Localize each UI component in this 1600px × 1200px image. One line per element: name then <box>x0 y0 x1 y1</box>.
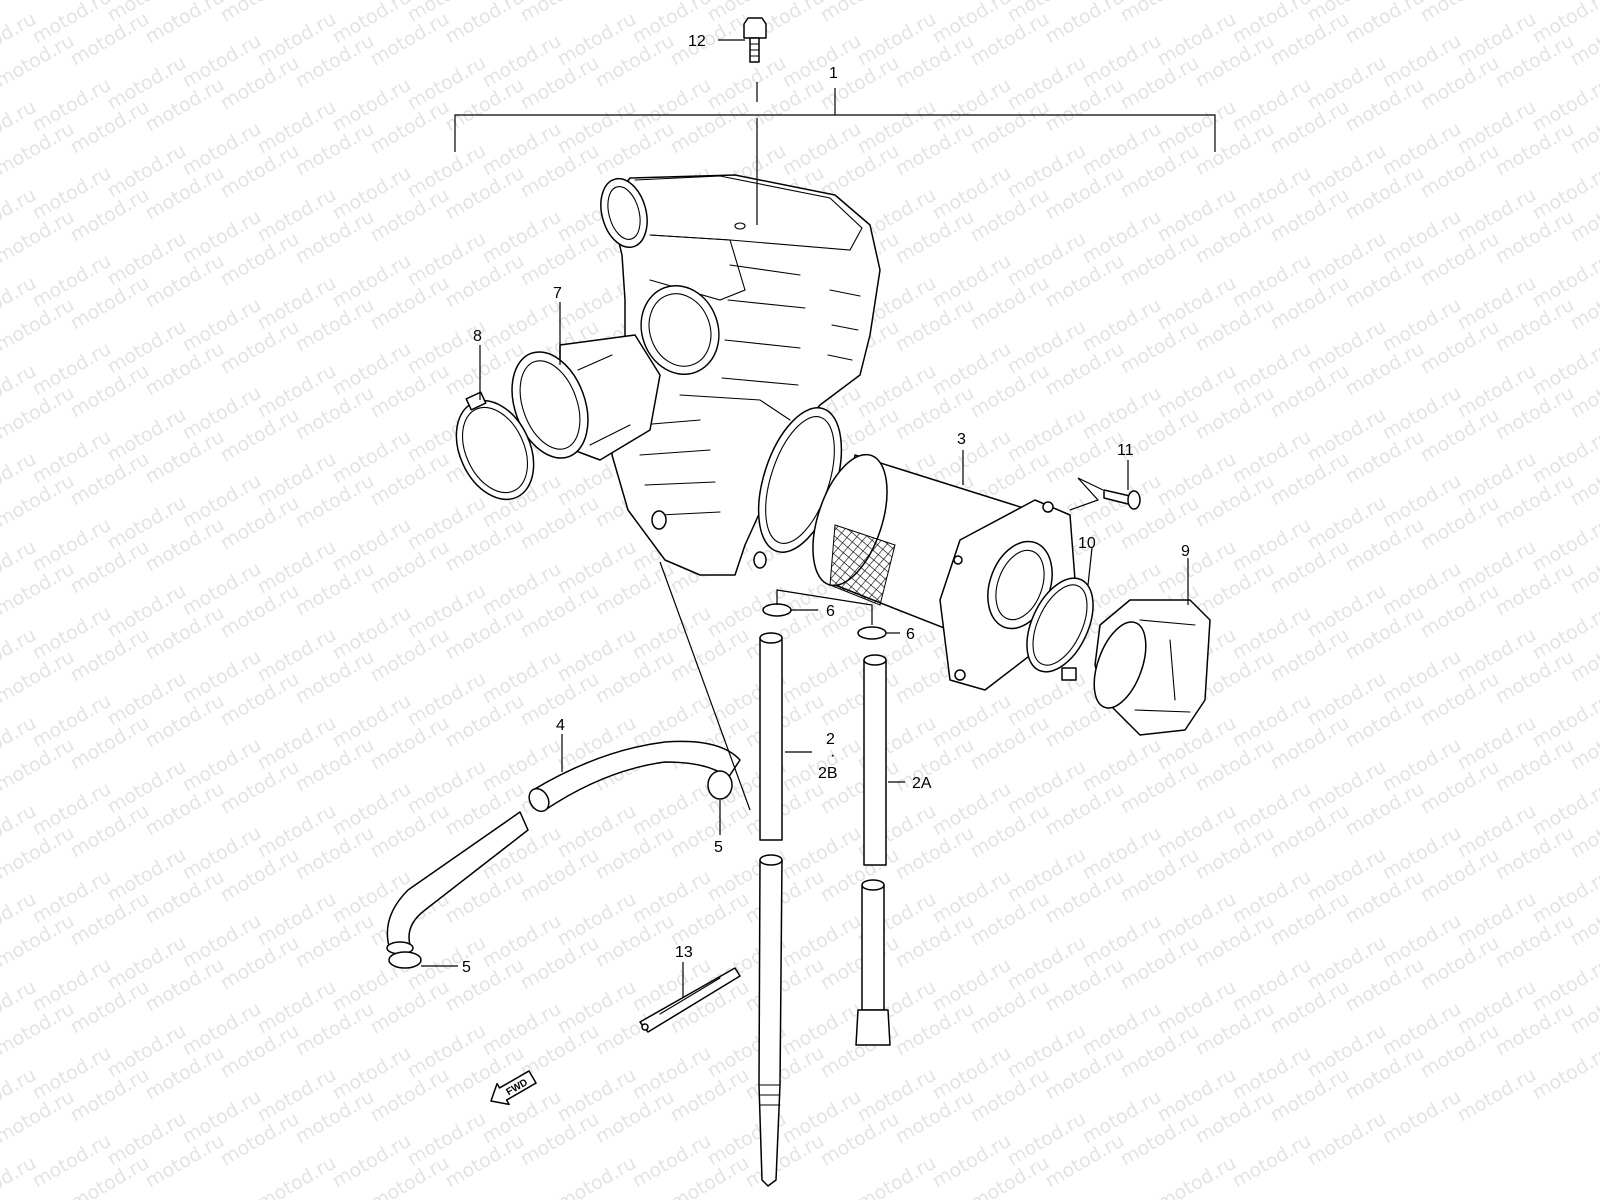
watermark-text: motod.ru <box>1042 0 1128 48</box>
hose-clip-lower <box>388 951 422 969</box>
watermark-text: motod.ru <box>442 0 528 48</box>
watermark-text: motod.ru <box>1492 0 1578 4</box>
callout-2A: 2A <box>912 775 932 792</box>
callout-2B: 2B <box>818 765 838 782</box>
watermark-text: motod.ru <box>292 0 378 4</box>
hose-clamp-front <box>455 391 535 501</box>
mounting-screw-top <box>743 17 767 63</box>
callout-5-upper: 5 <box>714 839 723 856</box>
watermark-text: motod.ru <box>517 0 603 26</box>
breather-hose <box>386 740 741 955</box>
watermark-text: motod.ru <box>254 1152 340 1200</box>
drain-tube-right <box>855 654 891 1046</box>
callout-2-dot: · <box>830 747 835 764</box>
leader-lines <box>421 39 1216 998</box>
callout-3: 3 <box>957 431 966 448</box>
callout-12: 12 <box>688 33 706 50</box>
watermark-text: motod.ru <box>1417 0 1503 26</box>
watermark-text: motod.ru <box>1529 1042 1600 1105</box>
watermark-text: motod.ru <box>217 0 303 26</box>
watermark-text: motod.ru <box>892 0 978 4</box>
watermark-text: motod.ru <box>1192 0 1278 4</box>
watermark-text: motod.ru <box>854 1152 940 1200</box>
callout-9: 9 <box>1181 543 1190 560</box>
end-plate-screw <box>1103 489 1141 510</box>
callout-4: 4 <box>556 717 565 734</box>
callout-10: 10 <box>1078 535 1096 552</box>
air-cleaner-case <box>600 174 881 576</box>
callout-2: 2 <box>826 731 835 748</box>
watermark-text: motod.ru <box>1342 0 1428 48</box>
hose-clip-upper <box>707 770 733 800</box>
callout-7: 7 <box>553 285 562 302</box>
fwd-label: FWD <box>505 1077 530 1098</box>
callout-13: 13 <box>675 944 693 961</box>
watermark-text: motod.ru <box>554 1152 640 1200</box>
watermark-text: motod.ru <box>0 0 78 4</box>
hose-clamp-rear <box>1026 577 1094 681</box>
callout-5-lower: 5 <box>462 959 471 976</box>
watermark-text: motod.ru <box>1154 1152 1240 1200</box>
watermark-text: motod.ru <box>142 0 228 48</box>
tube-clip-left <box>762 603 792 617</box>
tube-clip-right <box>857 626 887 640</box>
watermark-text: motod.ru <box>592 0 678 4</box>
watermark-text: motod.ru <box>817 0 903 26</box>
drain-tube-left <box>758 632 783 1187</box>
callout-6-left: 6 <box>826 603 835 620</box>
callout-6-right: 6 <box>906 626 915 643</box>
callout-1: 1 <box>829 65 838 82</box>
outlet-joint-rear <box>1093 599 1211 736</box>
callout-labels: 1 12 7 8 3 11 10 9 6 6 4 2 · 2B 2A 5 5 1… <box>462 33 1190 976</box>
watermark-text: motod.ru <box>1304 1108 1390 1171</box>
watermark-text: motod.ru <box>1379 1086 1465 1149</box>
intake-joint-front <box>511 334 661 461</box>
callout-11: 11 <box>1117 442 1134 459</box>
watermark-text: motod.ru <box>1454 1064 1540 1127</box>
watermark-text: motod.ru <box>1117 0 1203 26</box>
watermark-text: motod.ru <box>1229 1130 1315 1193</box>
tube-bracket <box>639 967 741 1033</box>
callout-8: 8 <box>473 328 482 345</box>
